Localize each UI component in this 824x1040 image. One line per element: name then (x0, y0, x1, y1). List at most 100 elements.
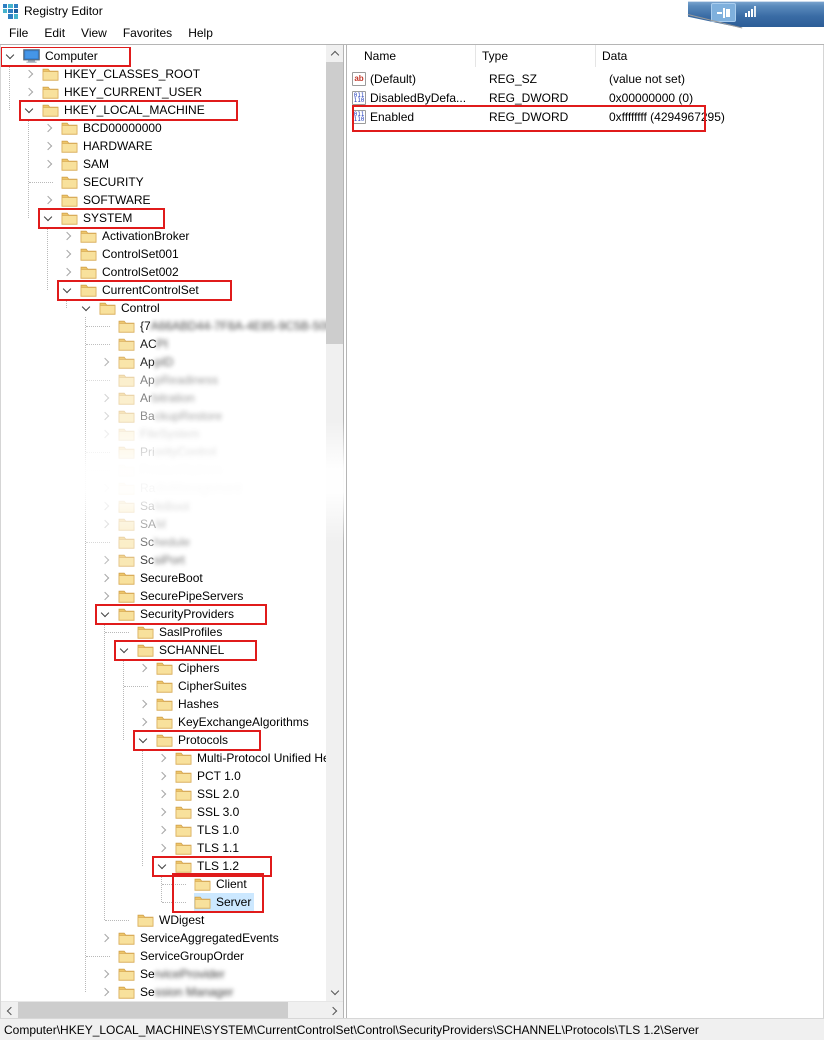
chevron-expanded-icon[interactable] (138, 735, 148, 745)
tree-item-software-8[interactable]: SOFTWARE (1, 191, 327, 209)
chevron-collapsed-icon[interactable] (157, 753, 167, 763)
tree-item-controlset002-12[interactable]: ControlSet002 (1, 263, 327, 281)
chevron-expanded-icon[interactable] (62, 285, 72, 295)
chevron-collapsed-icon[interactable] (62, 267, 72, 277)
chevron-collapsed-icon[interactable] (100, 969, 110, 979)
tree-item-sam-6[interactable]: SAM (1, 155, 327, 173)
tree-item-saslprofiles-32[interactable]: SaslProfiles (1, 623, 327, 641)
tree-item-securityproviders-31[interactable]: SecurityProviders (1, 603, 327, 625)
tree-item-system-9[interactable]: SYSTEM (1, 207, 327, 229)
tree-item-ba-blurred-20[interactable]: BackupRestore (1, 407, 327, 425)
pin-icon[interactable] (711, 3, 736, 22)
vertical-scrollbar-thumb[interactable] (326, 62, 343, 344)
tree-item-currentcontrolset-13[interactable]: CurrentControlSet (1, 279, 327, 301)
tree-item-ap-blurred-17[interactable]: AppID (1, 353, 327, 371)
menu-file[interactable]: File (9, 26, 29, 40)
menu-edit[interactable]: Edit (44, 26, 66, 40)
tree-item-blurred-21[interactable]: FileSystem (1, 425, 327, 443)
tree-item-se-blurred-52[interactable]: Session Manager (1, 983, 327, 1001)
tree-item-sa-blurred-26[interactable]: SAM (1, 515, 327, 533)
tree-item-se-blurred-51[interactable]: ServiceProvider (1, 965, 327, 983)
menu-favorites[interactable]: Favorites (122, 26, 173, 40)
tree-item-tls-1-1-44[interactable]: TLS 1.1 (1, 839, 327, 857)
chevron-expanded-icon[interactable] (100, 609, 110, 619)
chevron-collapsed-icon[interactable] (100, 591, 110, 601)
tree-item-activationbroker-10[interactable]: ActivationBroker (1, 227, 327, 245)
chevron-collapsed-icon[interactable] (43, 159, 53, 169)
horizontal-scrollbar-thumb[interactable] (18, 1002, 288, 1018)
chevron-left-icon[interactable] (1, 1002, 18, 1019)
tree-item-ac-blurred-16[interactable]: ACPI (1, 335, 327, 353)
chevron-collapsed-icon[interactable] (62, 249, 72, 259)
tree-item-hashes-36[interactable]: Hashes (1, 695, 327, 713)
tree-item-tls-1-2-45[interactable]: TLS 1.2 (1, 855, 327, 877)
tree-item-hkey-local-machine-3[interactable]: HKEY_LOCAL_MACHINE (1, 99, 327, 121)
value-row-default[interactable]: ab(Default)REG_SZ(value not set) (347, 69, 823, 88)
tree-item-security-7[interactable]: SECURITY (1, 173, 327, 191)
tree-item-blurred-23[interactable]: ProductOptions (1, 461, 327, 479)
chevron-collapsed-icon[interactable] (100, 987, 110, 997)
tree-item-serviceaggregatedevents-49[interactable]: ServiceAggregatedEvents (1, 929, 327, 947)
chevron-collapsed-icon[interactable] (62, 231, 72, 241)
tree-item-multi-protocol-unified-he-39[interactable]: Multi-Protocol Unified He (1, 749, 327, 767)
tree-item-hkey-current-user-2[interactable]: HKEY_CURRENT_USER (1, 83, 327, 101)
chevron-collapsed-icon[interactable] (100, 519, 110, 529)
tree-item-hardware-5[interactable]: HARDWARE (1, 137, 327, 155)
column-header-data[interactable]: Data (595, 45, 823, 67)
column-header-name[interactable]: Name (364, 49, 397, 63)
chevron-collapsed-icon[interactable] (100, 429, 110, 439)
tree-item-sa-blurred-25[interactable]: SafeBoot (1, 497, 327, 515)
chevron-collapsed-icon[interactable] (157, 807, 167, 817)
chevron-collapsed-icon[interactable] (157, 771, 167, 781)
chevron-expanded-icon[interactable] (5, 51, 15, 61)
tree-item-hkey-classes-root-1[interactable]: HKEY_CLASSES_ROOT (1, 65, 327, 83)
tree-item-ar-blurred-19[interactable]: Arbitration (1, 389, 327, 407)
tree-item-sc-blurred-27[interactable]: Schedule (1, 533, 327, 551)
menu-view[interactable]: View (81, 26, 107, 40)
tree-item-securepipeservers-30[interactable]: SecurePipeServers (1, 587, 327, 605)
tree-item-schannel-33[interactable]: SCHANNEL (1, 639, 327, 661)
tree-item-secureboot-29[interactable]: SecureBoot (1, 569, 327, 587)
chevron-collapsed-icon[interactable] (157, 825, 167, 835)
chevron-collapsed-icon[interactable] (157, 843, 167, 853)
chevron-collapsed-icon[interactable] (100, 411, 110, 421)
menu-help[interactable]: Help (188, 26, 213, 40)
chevron-collapsed-icon[interactable] (138, 663, 148, 673)
chevron-expanded-icon[interactable] (43, 213, 53, 223)
tree-horizontal-scrollbar[interactable] (1, 1001, 343, 1019)
chevron-collapsed-icon[interactable] (100, 555, 110, 565)
chevron-collapsed-icon[interactable] (43, 141, 53, 151)
column-header-type[interactable]: Type (475, 45, 595, 67)
tree-item-pri-blurred-22[interactable]: PriorityControl (1, 443, 327, 461)
tree-item-sc-blurred-28[interactable]: ScsiPort (1, 551, 327, 569)
tree-item-client-46[interactable]: Client (1, 875, 327, 893)
chevron-collapsed-icon[interactable] (24, 87, 34, 97)
chevron-collapsed-icon[interactable] (138, 699, 148, 709)
tree-item-tls-1-0-43[interactable]: TLS 1.0 (1, 821, 327, 839)
chevron-collapsed-icon[interactable] (24, 69, 34, 79)
tree-item-wdigest-48[interactable]: WDigest (1, 911, 327, 929)
tree-item-pct-1-0-40[interactable]: PCT 1.0 (1, 767, 327, 785)
tree-item-ciphersuites-35[interactable]: CipherSuites (1, 677, 327, 695)
tree-item-ssl-3-0-42[interactable]: SSL 3.0 (1, 803, 327, 821)
chevron-collapsed-icon[interactable] (100, 501, 110, 511)
chevron-collapsed-icon[interactable] (43, 195, 53, 205)
chevron-down-icon[interactable] (326, 984, 343, 1001)
tree-item-ssl-2-0-41[interactable]: SSL 2.0 (1, 785, 327, 803)
chevron-right-icon[interactable] (326, 1002, 343, 1019)
chevron-collapsed-icon[interactable] (100, 573, 110, 583)
chevron-up-icon[interactable] (326, 45, 343, 62)
tree-item-ra-blurred-24[interactable]: RadioManagement (1, 479, 327, 497)
chevron-collapsed-icon[interactable] (100, 483, 110, 493)
tree-item-control-14[interactable]: Control (1, 299, 327, 317)
chevron-collapsed-icon[interactable] (43, 123, 53, 133)
chevron-collapsed-icon[interactable] (100, 933, 110, 943)
tree-item-servicegrouporder-50[interactable]: ServiceGroupOrder (1, 947, 327, 965)
chevron-collapsed-icon[interactable] (138, 717, 148, 727)
chevron-expanded-icon[interactable] (24, 105, 34, 115)
chevron-collapsed-icon[interactable] (157, 789, 167, 799)
chevron-collapsed-icon[interactable] (100, 393, 110, 403)
tree-vertical-scrollbar[interactable] (326, 45, 343, 1001)
